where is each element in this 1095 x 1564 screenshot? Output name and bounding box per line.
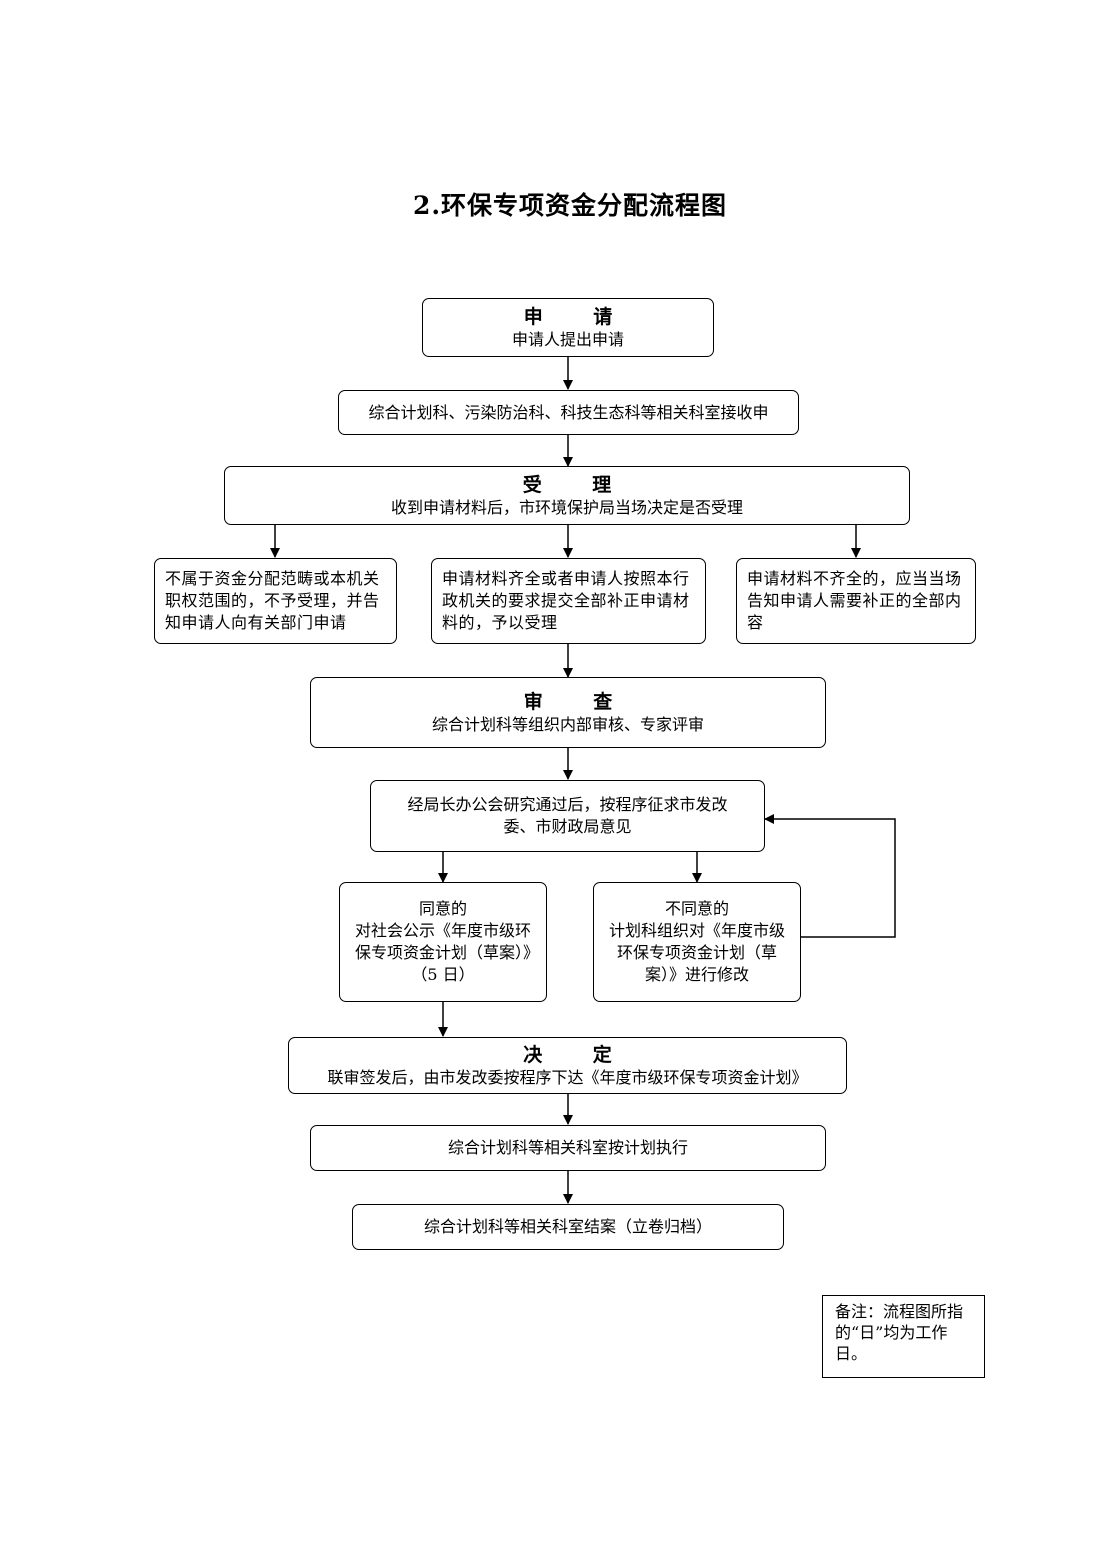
node-apply: 申 请 申请人提出申请 (422, 298, 714, 357)
node-review-text: 综合计划科等组织内部审核、专家评审 (431, 714, 704, 734)
node-apply-text: 申请人提出申请 (511, 329, 624, 349)
node-execute-text: 综合计划科等相关科室按计划执行 (447, 1138, 688, 1157)
node-review-head: 审 查 (523, 690, 635, 713)
node-consult-text: 经局长办公会研究通过后，按程序征求市发改委、市财政局意见 (407, 795, 728, 836)
node-execute: 综合计划科等相关科室按计划执行 (310, 1125, 826, 1171)
node-agree: 同意的 对社会公示《年度市级环保专项资金计划（草案）》（5 日） (339, 882, 547, 1002)
node-incomplete-text: 申请材料不齐全的，应当当场告知申请人需要补正的全部内容 (747, 569, 962, 632)
node-complete: 申请材料齐全或者申请人按照本行政机关的要求提交全部补正申请材料的，予以受理 (431, 558, 706, 644)
footnote-box: 备注：流程图所指的“日”均为工作日。 (822, 1295, 985, 1378)
node-accept: 受 理 收到申请材料后，市环境保护局当场决定是否受理 (224, 466, 910, 525)
node-decide-text: 联审签发后，由市发改委按程序下达《年度市级环保专项资金计划》 (327, 1067, 808, 1087)
node-decide: 决 定 联审签发后，由市发改委按程序下达《年度市级环保专项资金计划》 (288, 1037, 847, 1094)
node-not-in-scope-text: 不属于资金分配范畴或本机关职权范围的，不予受理，并告知申请人向有关部门申请 (165, 569, 380, 632)
node-apply-head: 申 请 (523, 305, 635, 328)
node-disagree: 不同意的 计划科组织对《年度市级环保专项资金计划（草案）》进行修改 (593, 882, 801, 1002)
node-agree-line1: 同意的 (418, 899, 467, 918)
node-accept-head: 受 理 (522, 473, 634, 496)
node-receive-text: 综合计划科、污染防治科、科技生态科等相关科室接收申 (368, 402, 769, 422)
node-agree-text: 对社会公示《年度市级环保专项资金计划（草案）》（5 日） (354, 921, 531, 984)
node-receive: 综合计划科、污染防治科、科技生态科等相关科室接收申 (338, 390, 799, 435)
footnote-text: 备注：流程图所指的“日”均为工作日。 (835, 1302, 964, 1363)
node-close-text: 综合计划科等相关科室结案（立卷归档） (423, 1217, 712, 1236)
node-not-in-scope: 不属于资金分配范畴或本机关职权范围的，不予受理，并告知申请人向有关部门申请 (154, 558, 397, 644)
node-incomplete: 申请材料不齐全的，应当当场告知申请人需要补正的全部内容 (736, 558, 976, 644)
node-consult: 经局长办公会研究通过后，按程序征求市发改委、市财政局意见 (370, 780, 765, 852)
node-decide-head: 决 定 (523, 1043, 634, 1066)
node-review: 审 查 综合计划科等组织内部审核、专家评审 (310, 677, 826, 748)
node-disagree-line1: 不同意的 (664, 899, 729, 918)
arrow-disagree-loop (764, 814, 896, 938)
node-close: 综合计划科等相关科室结案（立卷归档） (352, 1204, 784, 1250)
node-disagree-text: 计划科组织对《年度市级环保专项资金计划（草案）》进行修改 (608, 921, 785, 984)
page-title: 2.环保专项资金分配流程图 (412, 191, 728, 220)
node-accept-text: 收到申请材料后，市环境保护局当场决定是否受理 (390, 497, 743, 517)
node-complete-text: 申请材料齐全或者申请人按照本行政机关的要求提交全部补正申请材料的，予以受理 (442, 569, 690, 632)
